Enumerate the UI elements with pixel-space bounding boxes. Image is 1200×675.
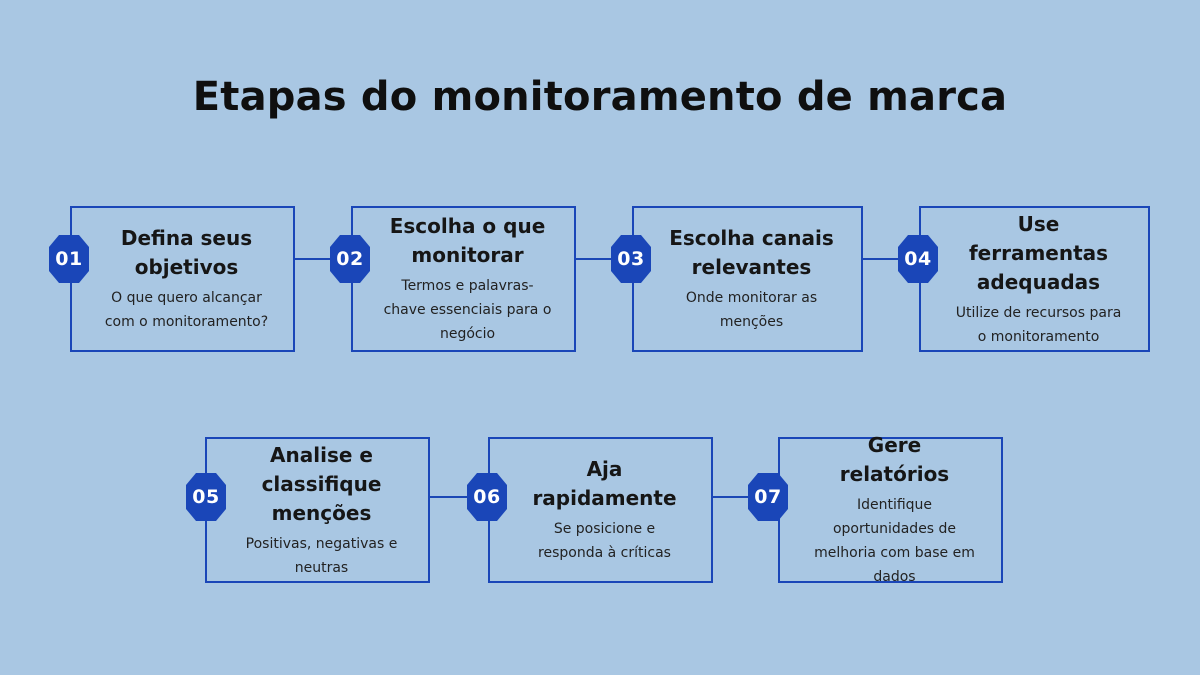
step-card-06: Aja rapidamente Se posicione e responda … — [488, 437, 713, 583]
connector-02-03 — [575, 258, 633, 260]
connector-01-02 — [294, 258, 352, 260]
connector-06-07 — [712, 496, 778, 498]
step-card-05: Analise e classifique menções Positivas,… — [205, 437, 430, 583]
step-description: Onde monitorar as menções — [685, 290, 818, 330]
page-title: Etapas do monitoramento de marca — [192, 74, 1008, 120]
step-number-badge: 06 — [467, 473, 507, 521]
step-card-04: Use ferramentas adequadas Utilize de rec… — [919, 206, 1150, 352]
connector-03-04 — [862, 258, 920, 260]
step-card-01: Defina seus objetivos O que quero alcanç… — [70, 206, 295, 352]
step-description: Identifique oportunidades de melhoria co… — [814, 497, 975, 585]
step-title: Escolha canais relevantes — [669, 226, 834, 279]
step-number-badge: 01 — [49, 235, 89, 283]
step-number-badge: 02 — [330, 235, 370, 283]
step-description: Termos e palavras-chave essenciais para … — [383, 278, 552, 342]
step-description: O que quero alcançar com o monitoramento… — [104, 290, 269, 330]
step-title: Escolha o que monitorar — [389, 214, 546, 267]
step-card-03: Escolha canais relevantes Onde monitorar… — [632, 206, 863, 352]
step-card-07: Gere relatórios Identifique oportunidade… — [778, 433, 1003, 585]
step-description: Positivas, negativas e neutras — [245, 535, 398, 576]
step-description: Utilize de recursos para o monitoramento — [955, 304, 1122, 345]
step-title: Gere relatórios — [839, 433, 950, 486]
step-number-badge: 07 — [748, 473, 788, 521]
step-title: Defina seus objetivos — [120, 226, 253, 279]
step-description: Se posicione e responda à críticas — [538, 521, 671, 561]
step-title: Analise e classifique menções — [261, 442, 382, 525]
step-number-badge: 03 — [611, 235, 651, 283]
step-card-02: Escolha o que monitorar Termos e palavra… — [351, 206, 576, 352]
step-title: Aja rapidamente — [532, 457, 677, 510]
step-number-badge: 04 — [898, 235, 938, 283]
connector-05-06 — [430, 496, 488, 498]
step-number-badge: 05 — [186, 473, 226, 521]
step-title: Use ferramentas adequadas — [968, 211, 1109, 294]
